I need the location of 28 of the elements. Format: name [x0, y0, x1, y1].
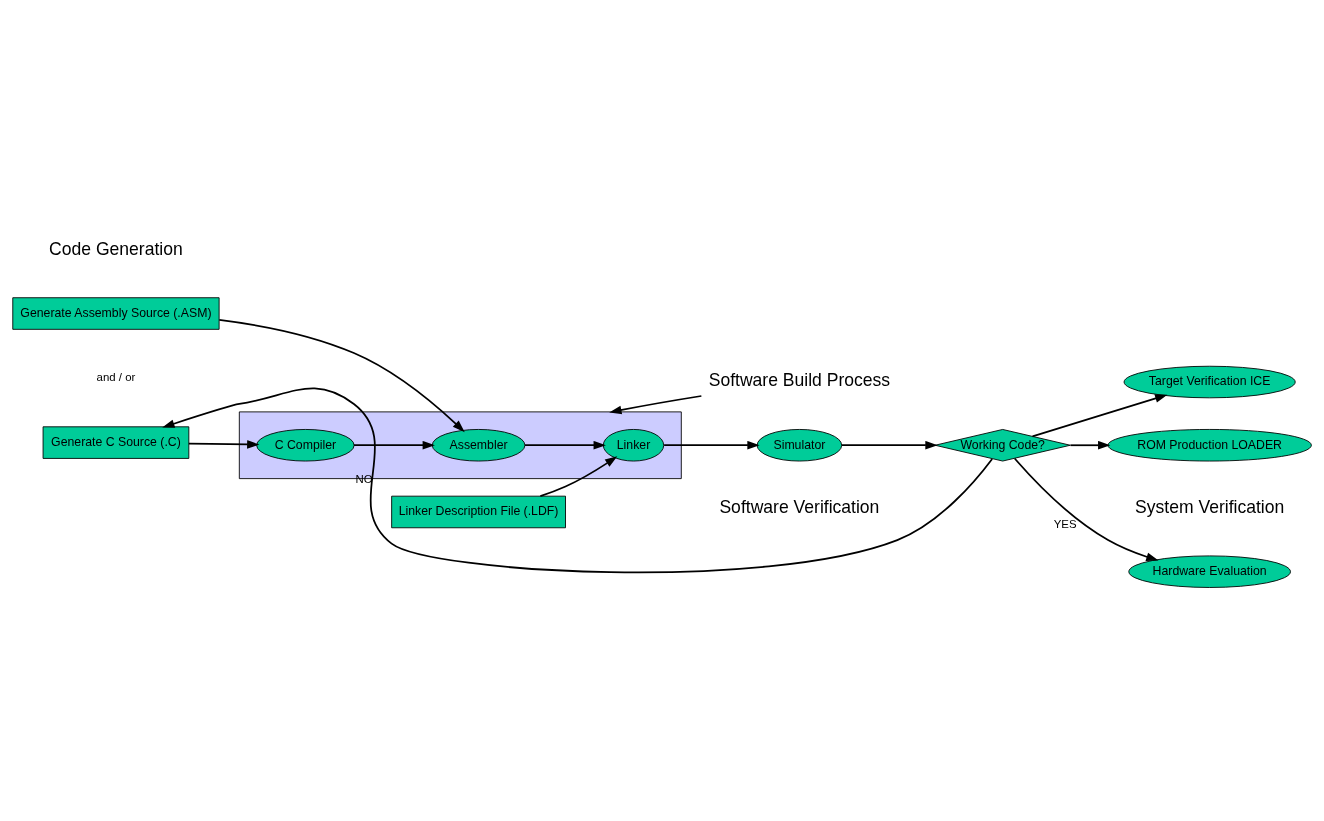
arrow — [162, 387, 994, 573]
arrow — [218, 318, 465, 432]
edge-label: YES — [1053, 517, 1077, 530]
node-box: Generate Assembly Source (.ASM) — [12, 296, 220, 330]
arrow — [539, 455, 618, 497]
arrow — [187, 439, 260, 449]
arrow — [840, 440, 938, 450]
arrow — [1013, 457, 1159, 561]
node-box: Linker Description File (.LDF) — [391, 495, 566, 528]
node-text: Software Build Process — [708, 369, 891, 390]
node-ellipse: Target Verification ICE — [1123, 365, 1296, 398]
label: Software Verification — [719, 496, 880, 517]
arrow — [663, 440, 760, 450]
label: Code Generation — [49, 238, 183, 259]
label: System Verification — [1135, 496, 1285, 517]
node-ellipse: C Compiler — [256, 428, 355, 461]
node-ellipse: Assembler — [431, 428, 526, 461]
arrow — [1031, 393, 1168, 437]
arrow — [1069, 440, 1111, 450]
label: and / or — [96, 370, 136, 383]
node-ellipse: ROM Production LOADER — [1107, 428, 1312, 461]
arrow — [353, 440, 435, 450]
arrow — [609, 394, 703, 414]
arrow — [524, 440, 606, 450]
node-ellipse: Simulator — [756, 428, 843, 461]
node-box: Generate C Source (.C) — [42, 425, 190, 459]
node-ellipse: Linker — [602, 428, 665, 461]
node-diamond: Working Code? — [934, 428, 1071, 461]
